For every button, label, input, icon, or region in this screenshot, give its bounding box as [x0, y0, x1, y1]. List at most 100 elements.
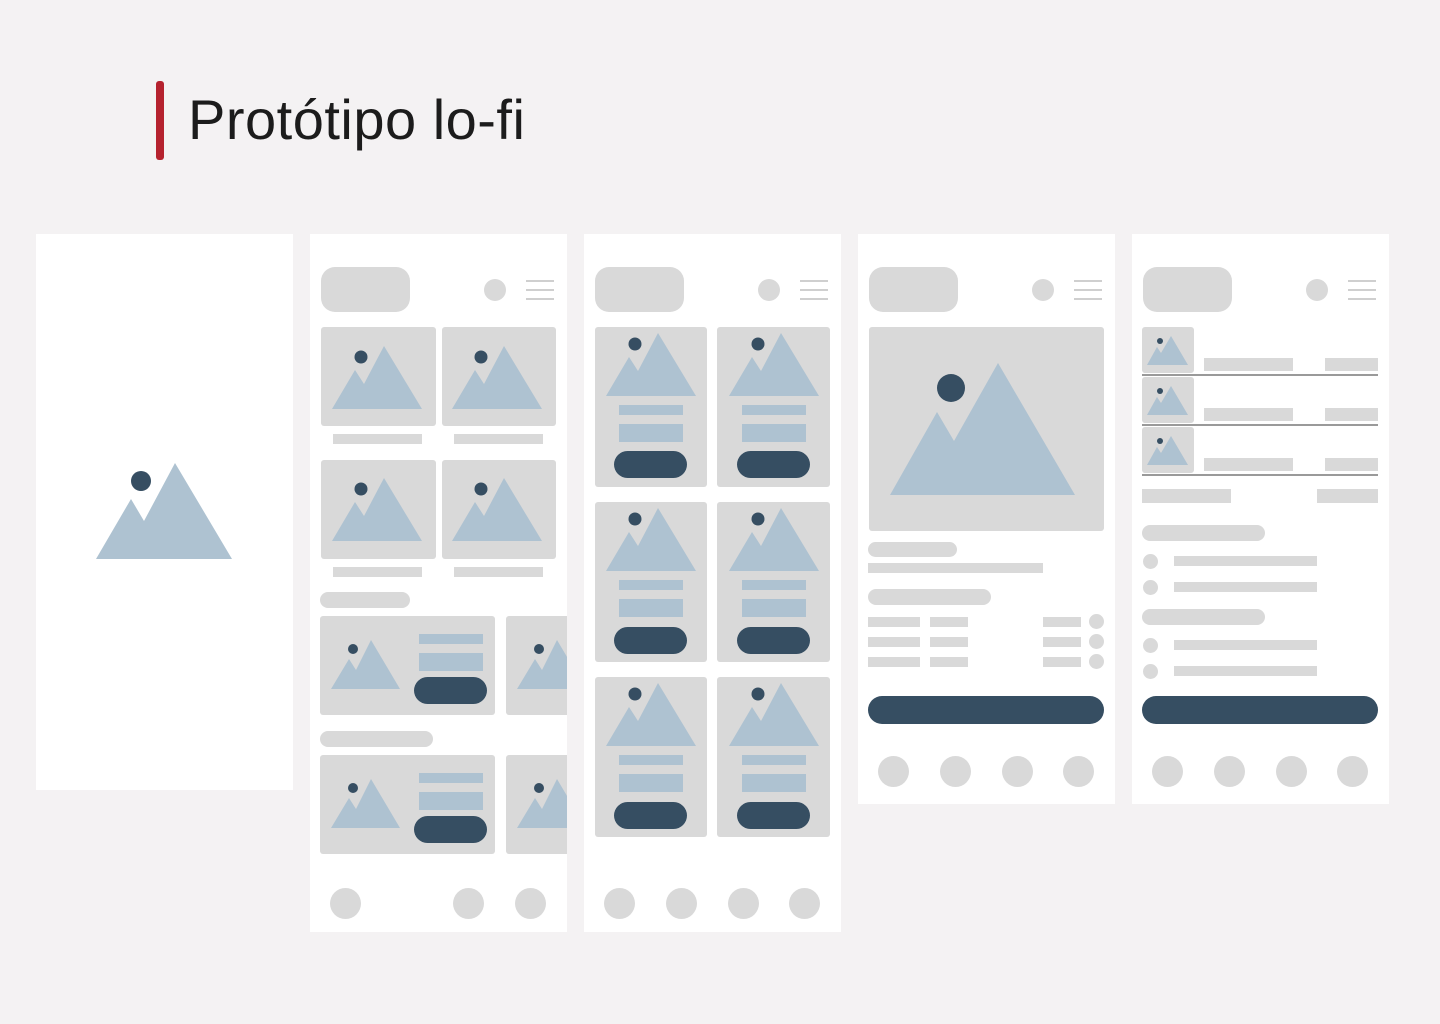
profile-icon[interactable] [484, 279, 506, 301]
image-placeholder-icon [729, 508, 819, 571]
nav-icon[interactable] [1276, 756, 1307, 787]
image-placeholder-icon [606, 683, 696, 746]
offer-button[interactable] [414, 677, 487, 704]
nav-icon[interactable] [1337, 756, 1368, 787]
nav-icon[interactable] [878, 756, 909, 787]
image-placeholder-icon [1147, 386, 1188, 415]
cart-item-price [1325, 458, 1378, 471]
option-label [1043, 617, 1081, 627]
profile-icon[interactable] [1306, 279, 1328, 301]
option-label [1174, 556, 1317, 566]
offer-button[interactable] [414, 816, 487, 843]
image-placeholder-icon [890, 363, 1075, 495]
buy-button[interactable] [737, 627, 810, 654]
option-radio[interactable] [1143, 664, 1158, 679]
nav-icon[interactable] [666, 888, 697, 919]
menu-icon[interactable] [800, 280, 828, 300]
buy-button[interactable] [614, 802, 687, 829]
image-placeholder-icon [606, 333, 696, 396]
option-radio[interactable] [1089, 654, 1104, 669]
product-label [333, 434, 422, 444]
product-label [454, 434, 543, 444]
product-text-line [619, 405, 683, 415]
product-text-line [619, 580, 683, 590]
product-text-line [742, 424, 806, 442]
option-radio[interactable] [1143, 580, 1158, 595]
screen-splash [36, 234, 293, 790]
menu-icon[interactable] [1348, 280, 1376, 300]
nav-icon[interactable] [604, 888, 635, 919]
cart-item-name [1204, 408, 1293, 421]
option-radio[interactable] [1143, 554, 1158, 569]
product-subtitle [868, 563, 1043, 573]
screen-cart [1132, 234, 1389, 804]
menu-icon[interactable] [1074, 280, 1102, 300]
buy-button[interactable] [737, 451, 810, 478]
buy-button[interactable] [614, 627, 687, 654]
buy-button[interactable] [737, 802, 810, 829]
nav-icon[interactable] [1063, 756, 1094, 787]
menu-icon[interactable] [526, 280, 554, 300]
offer-text-line [419, 792, 483, 810]
section-heading [1142, 525, 1265, 541]
screen-home [310, 234, 567, 932]
image-placeholder-icon [332, 346, 422, 409]
nav-icon[interactable] [1002, 756, 1033, 787]
buy-button[interactable] [614, 451, 687, 478]
spec-label [868, 657, 920, 667]
product-label [454, 567, 543, 577]
profile-icon[interactable] [1032, 279, 1054, 301]
nav-icon[interactable] [330, 888, 361, 919]
nav-icon[interactable] [453, 888, 484, 919]
cart-item-price [1325, 408, 1378, 421]
spec-value [930, 657, 968, 667]
image-placeholder-icon [729, 333, 819, 396]
option-radio[interactable] [1089, 634, 1104, 649]
profile-icon[interactable] [758, 279, 780, 301]
nav-icon[interactable] [789, 888, 820, 919]
screen-product-grid [584, 234, 841, 932]
product-label [333, 567, 422, 577]
product-text-line [619, 774, 683, 792]
option-label [1043, 657, 1081, 667]
title-accent-bar [156, 81, 164, 160]
section-heading [1142, 609, 1265, 625]
option-radio[interactable] [1143, 638, 1158, 653]
page-title: Protótipo lo-fi [188, 88, 526, 151]
spec-label [868, 637, 920, 647]
subtotal-label [1142, 489, 1231, 503]
image-placeholder-icon [1147, 336, 1188, 365]
option-radio[interactable] [1089, 614, 1104, 629]
offer-text-line [419, 773, 483, 783]
nav-icon[interactable] [515, 888, 546, 919]
image-placeholder-icon [517, 779, 567, 828]
image-placeholder-icon [452, 478, 542, 541]
image-placeholder-icon [96, 463, 232, 559]
logo-placeholder [869, 267, 958, 312]
nav-icon[interactable] [1152, 756, 1183, 787]
price-placeholder [868, 589, 991, 605]
spec-label [868, 617, 920, 627]
option-label [1174, 582, 1317, 592]
image-placeholder-icon [606, 508, 696, 571]
offer-text-line [419, 653, 483, 671]
image-placeholder-icon [331, 779, 400, 828]
logo-placeholder [321, 267, 410, 312]
nav-icon[interactable] [1214, 756, 1245, 787]
product-text-line [742, 774, 806, 792]
divider [1142, 374, 1378, 376]
product-text-line [742, 580, 806, 590]
cart-item-name [1204, 358, 1293, 371]
option-label [1174, 666, 1317, 676]
product-text-line [619, 599, 683, 617]
nav-icon[interactable] [728, 888, 759, 919]
nav-icon[interactable] [940, 756, 971, 787]
product-text-line [742, 755, 806, 765]
checkout-button[interactable] [1142, 696, 1378, 724]
section-heading [320, 731, 433, 747]
option-label [1174, 640, 1317, 650]
subtotal-value [1317, 489, 1378, 503]
logo-placeholder [1143, 267, 1232, 312]
product-text-line [742, 599, 806, 617]
add-to-cart-button[interactable] [868, 696, 1104, 724]
